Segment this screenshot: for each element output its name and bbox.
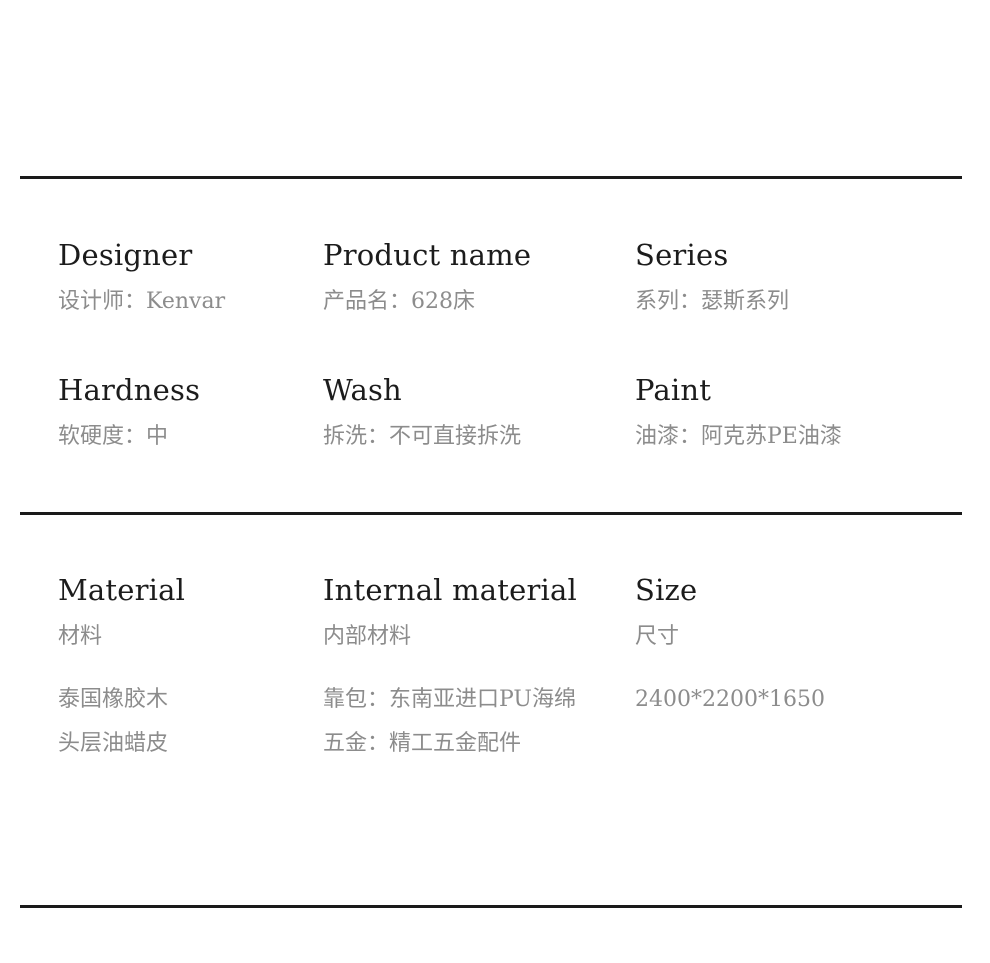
internal-material-sublabel: 内部材料 (323, 624, 412, 649)
spec-paint-label: Paint (635, 373, 712, 407)
spec-designer-label: Designer (58, 238, 193, 272)
top-divider (20, 176, 962, 179)
bottom-divider (20, 905, 962, 908)
spec-paint-value: 油漆：阿克苏PE油漆 (635, 424, 842, 449)
internal-material-item: 五金：精工五金配件 (323, 731, 522, 756)
size-item: 2400*2200*1650 (635, 687, 825, 712)
material-item: 泰国橡胶木 (58, 687, 169, 712)
material-item: 头层油蜡皮 (58, 731, 169, 756)
spec-wash-label: Wash (323, 373, 402, 407)
internal-material-item: 靠包：东南亚进口PU海绵 (323, 687, 576, 712)
spec-product-name: Product name 产品名：628床 (323, 238, 531, 316)
size-label: Size (635, 573, 698, 607)
spec-series-label: Series (635, 238, 729, 272)
spec-hardness: Hardness 软硬度：中 (58, 373, 200, 451)
size-section: Size 尺寸 (635, 573, 697, 651)
spec-product-name-label: Product name (323, 238, 532, 272)
spec-product-name-value: 产品名：628床 (323, 289, 475, 314)
internal-material-section: Internal material 内部材料 (323, 573, 577, 651)
spec-hardness-value: 软硬度：中 (58, 424, 169, 449)
spec-series: Series 系列：瑟斯系列 (635, 238, 789, 316)
spec-designer-value: 设计师：Kenvar (58, 289, 226, 314)
spec-paint: Paint 油漆：阿克苏PE油漆 (635, 373, 842, 451)
spec-wash: Wash 拆洗：不可直接拆洗 (323, 373, 521, 451)
internal-material-label: Internal material (323, 573, 577, 607)
material-sublabel: 材料 (58, 624, 103, 649)
internal-material-list: 靠包：东南亚进口PU海绵 五金：精工五金配件 (323, 678, 576, 766)
spec-designer: Designer 设计师：Kenvar (58, 238, 225, 316)
spec-wash-value: 拆洗：不可直接拆洗 (323, 424, 522, 449)
spec-series-value: 系列：瑟斯系列 (635, 289, 790, 314)
material-list: 泰国橡胶木 头层油蜡皮 (58, 678, 168, 766)
size-list: 2400*2200*1650 (635, 678, 825, 722)
middle-divider (20, 512, 962, 515)
material-section: Material 材料 (58, 573, 185, 651)
size-sublabel: 尺寸 (635, 624, 680, 649)
material-label: Material (58, 573, 186, 607)
spec-hardness-label: Hardness (58, 373, 201, 407)
